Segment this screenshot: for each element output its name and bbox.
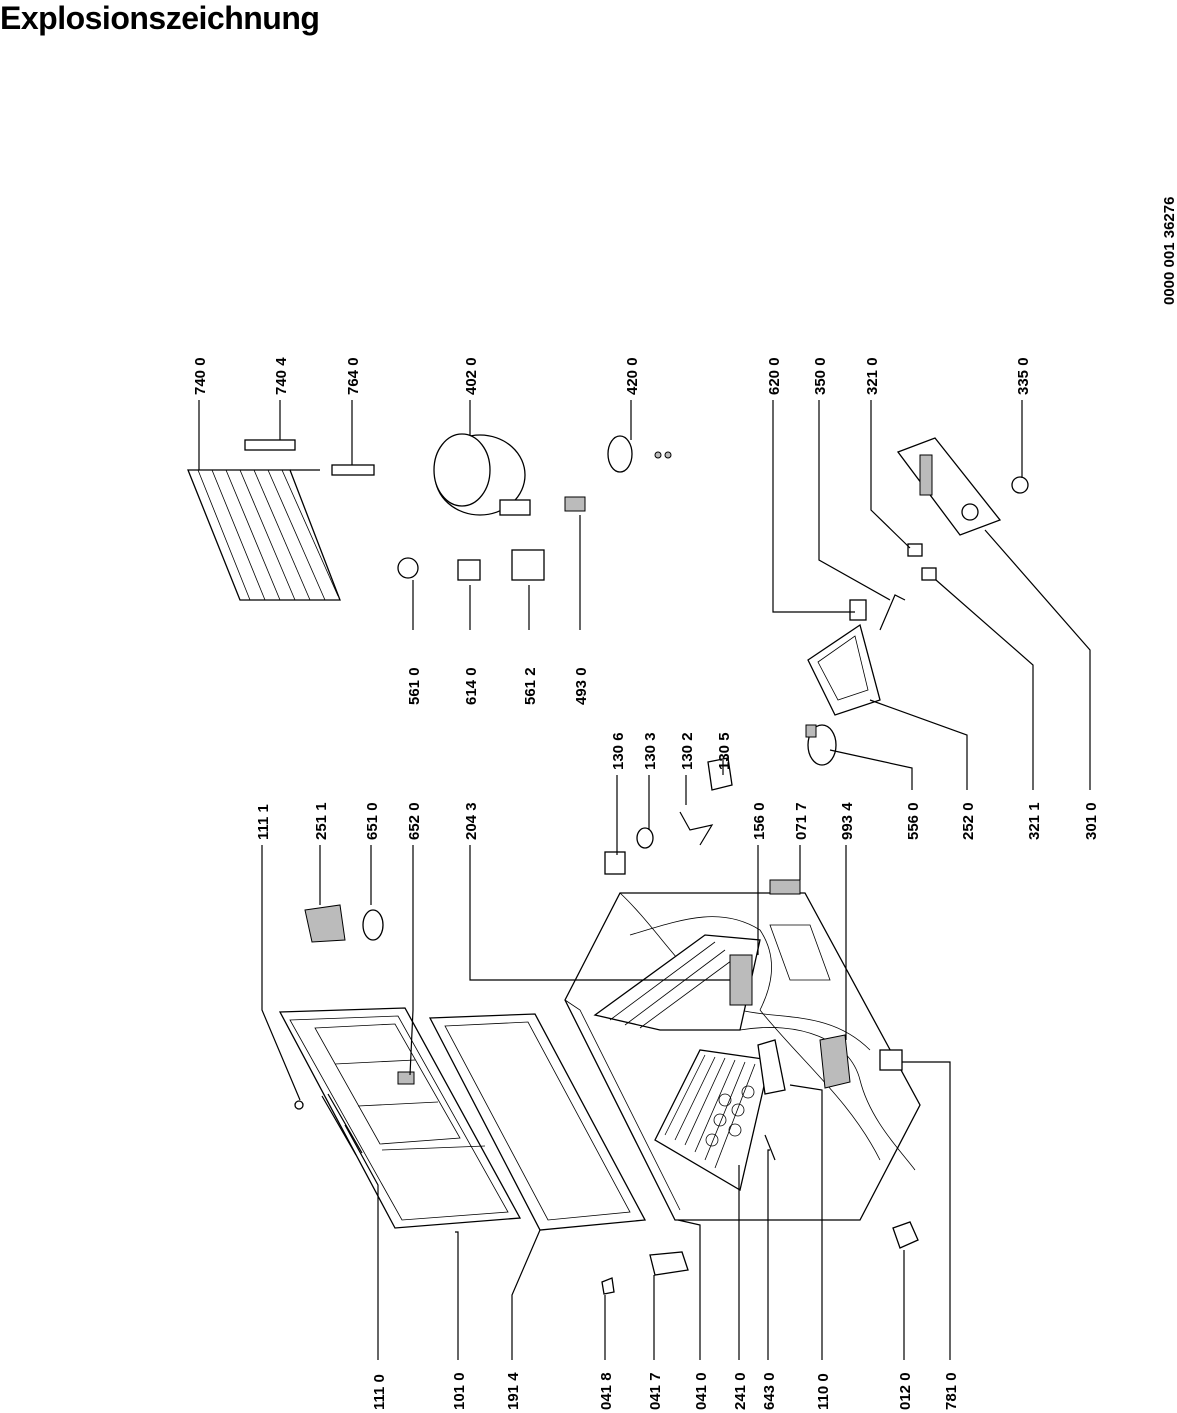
label-130-6: 130 6 <box>610 732 627 770</box>
label-012-0: 012 0 <box>897 1372 914 1410</box>
lamp-parts-drawing <box>304 904 384 943</box>
label-993-4: 993 4 <box>839 802 856 840</box>
label-101-0: 101 0 <box>451 1372 468 1410</box>
label-130-3: 130 3 <box>642 732 659 770</box>
label-251-1: 251 1 <box>313 802 330 840</box>
page-title: Explosionszeichnung <box>0 0 320 36</box>
label-614-0: 614 0 <box>463 667 480 705</box>
label-111-0: 111 0 <box>371 1374 388 1410</box>
label-561-0: 561 0 <box>406 667 423 705</box>
label-740-4: 740 4 <box>273 357 290 395</box>
label-204-3: 204 3 <box>463 802 480 840</box>
label-241-0: 241 0 <box>732 1372 749 1410</box>
seal-frame-drawing <box>428 1013 647 1231</box>
label-321-0: 321 0 <box>864 357 881 395</box>
basket-upper-drawing <box>593 934 761 1031</box>
leader-lines <box>198 400 1091 1360</box>
label-350-0: 350 0 <box>812 357 829 395</box>
label-402-0: 402 0 <box>463 357 480 395</box>
label-651-0: 651 0 <box>364 802 381 840</box>
label-130-2: 130 2 <box>679 732 696 770</box>
lid-drawing <box>278 1007 522 1229</box>
thermostat-parts-drawing <box>805 543 937 766</box>
label-335-0: 335 0 <box>1015 357 1032 395</box>
hinge-parts-drawing <box>601 1221 919 1295</box>
condenser-drawing <box>187 469 341 601</box>
compressor-drawing <box>433 433 531 516</box>
label-652-0: 652 0 <box>406 802 423 840</box>
relay-parts-drawing <box>397 435 672 581</box>
drier-drawing <box>244 439 375 476</box>
label-071-7: 071 7 <box>793 802 810 840</box>
lid-handle-drawing <box>294 1093 363 1156</box>
label-156-0: 156 0 <box>751 802 768 840</box>
label-301-0: 301 0 <box>1083 802 1100 840</box>
label-252-0: 252 0 <box>960 802 977 840</box>
label-493-0: 493 0 <box>573 667 590 705</box>
label-764-0: 764 0 <box>345 357 362 395</box>
label-321-1: 321 1 <box>1026 802 1043 840</box>
label-643-0: 643 0 <box>761 1372 778 1410</box>
label-556-0: 556 0 <box>905 802 922 840</box>
vent-grilles-drawing <box>757 879 903 1161</box>
label-191-4: 191 4 <box>505 1372 522 1410</box>
label-110-0: 110 0 <box>815 1373 832 1410</box>
part-labels: 111 0 101 0 191 4 041 8 041 7 041 0 241 … <box>192 197 1177 1410</box>
control-panel-drawing <box>896 437 1029 536</box>
label-041-7: 041 7 <box>647 1372 664 1410</box>
label-740-0: 740 0 <box>192 357 209 395</box>
label-781-0: 781 0 <box>943 1372 960 1410</box>
small-control-parts-drawing <box>604 757 733 875</box>
label-420-0: 420 0 <box>624 357 641 395</box>
drawing-number: 0000 001 36276 <box>1161 197 1177 305</box>
label-620-0: 620 0 <box>766 357 783 395</box>
label-561-2: 561 2 <box>522 667 539 705</box>
label-041-0: 041 0 <box>693 1372 710 1410</box>
label-130-5: 130 5 <box>716 732 733 770</box>
label-111-1: 111 1 <box>255 804 272 840</box>
label-041-8: 041 8 <box>598 1372 615 1410</box>
